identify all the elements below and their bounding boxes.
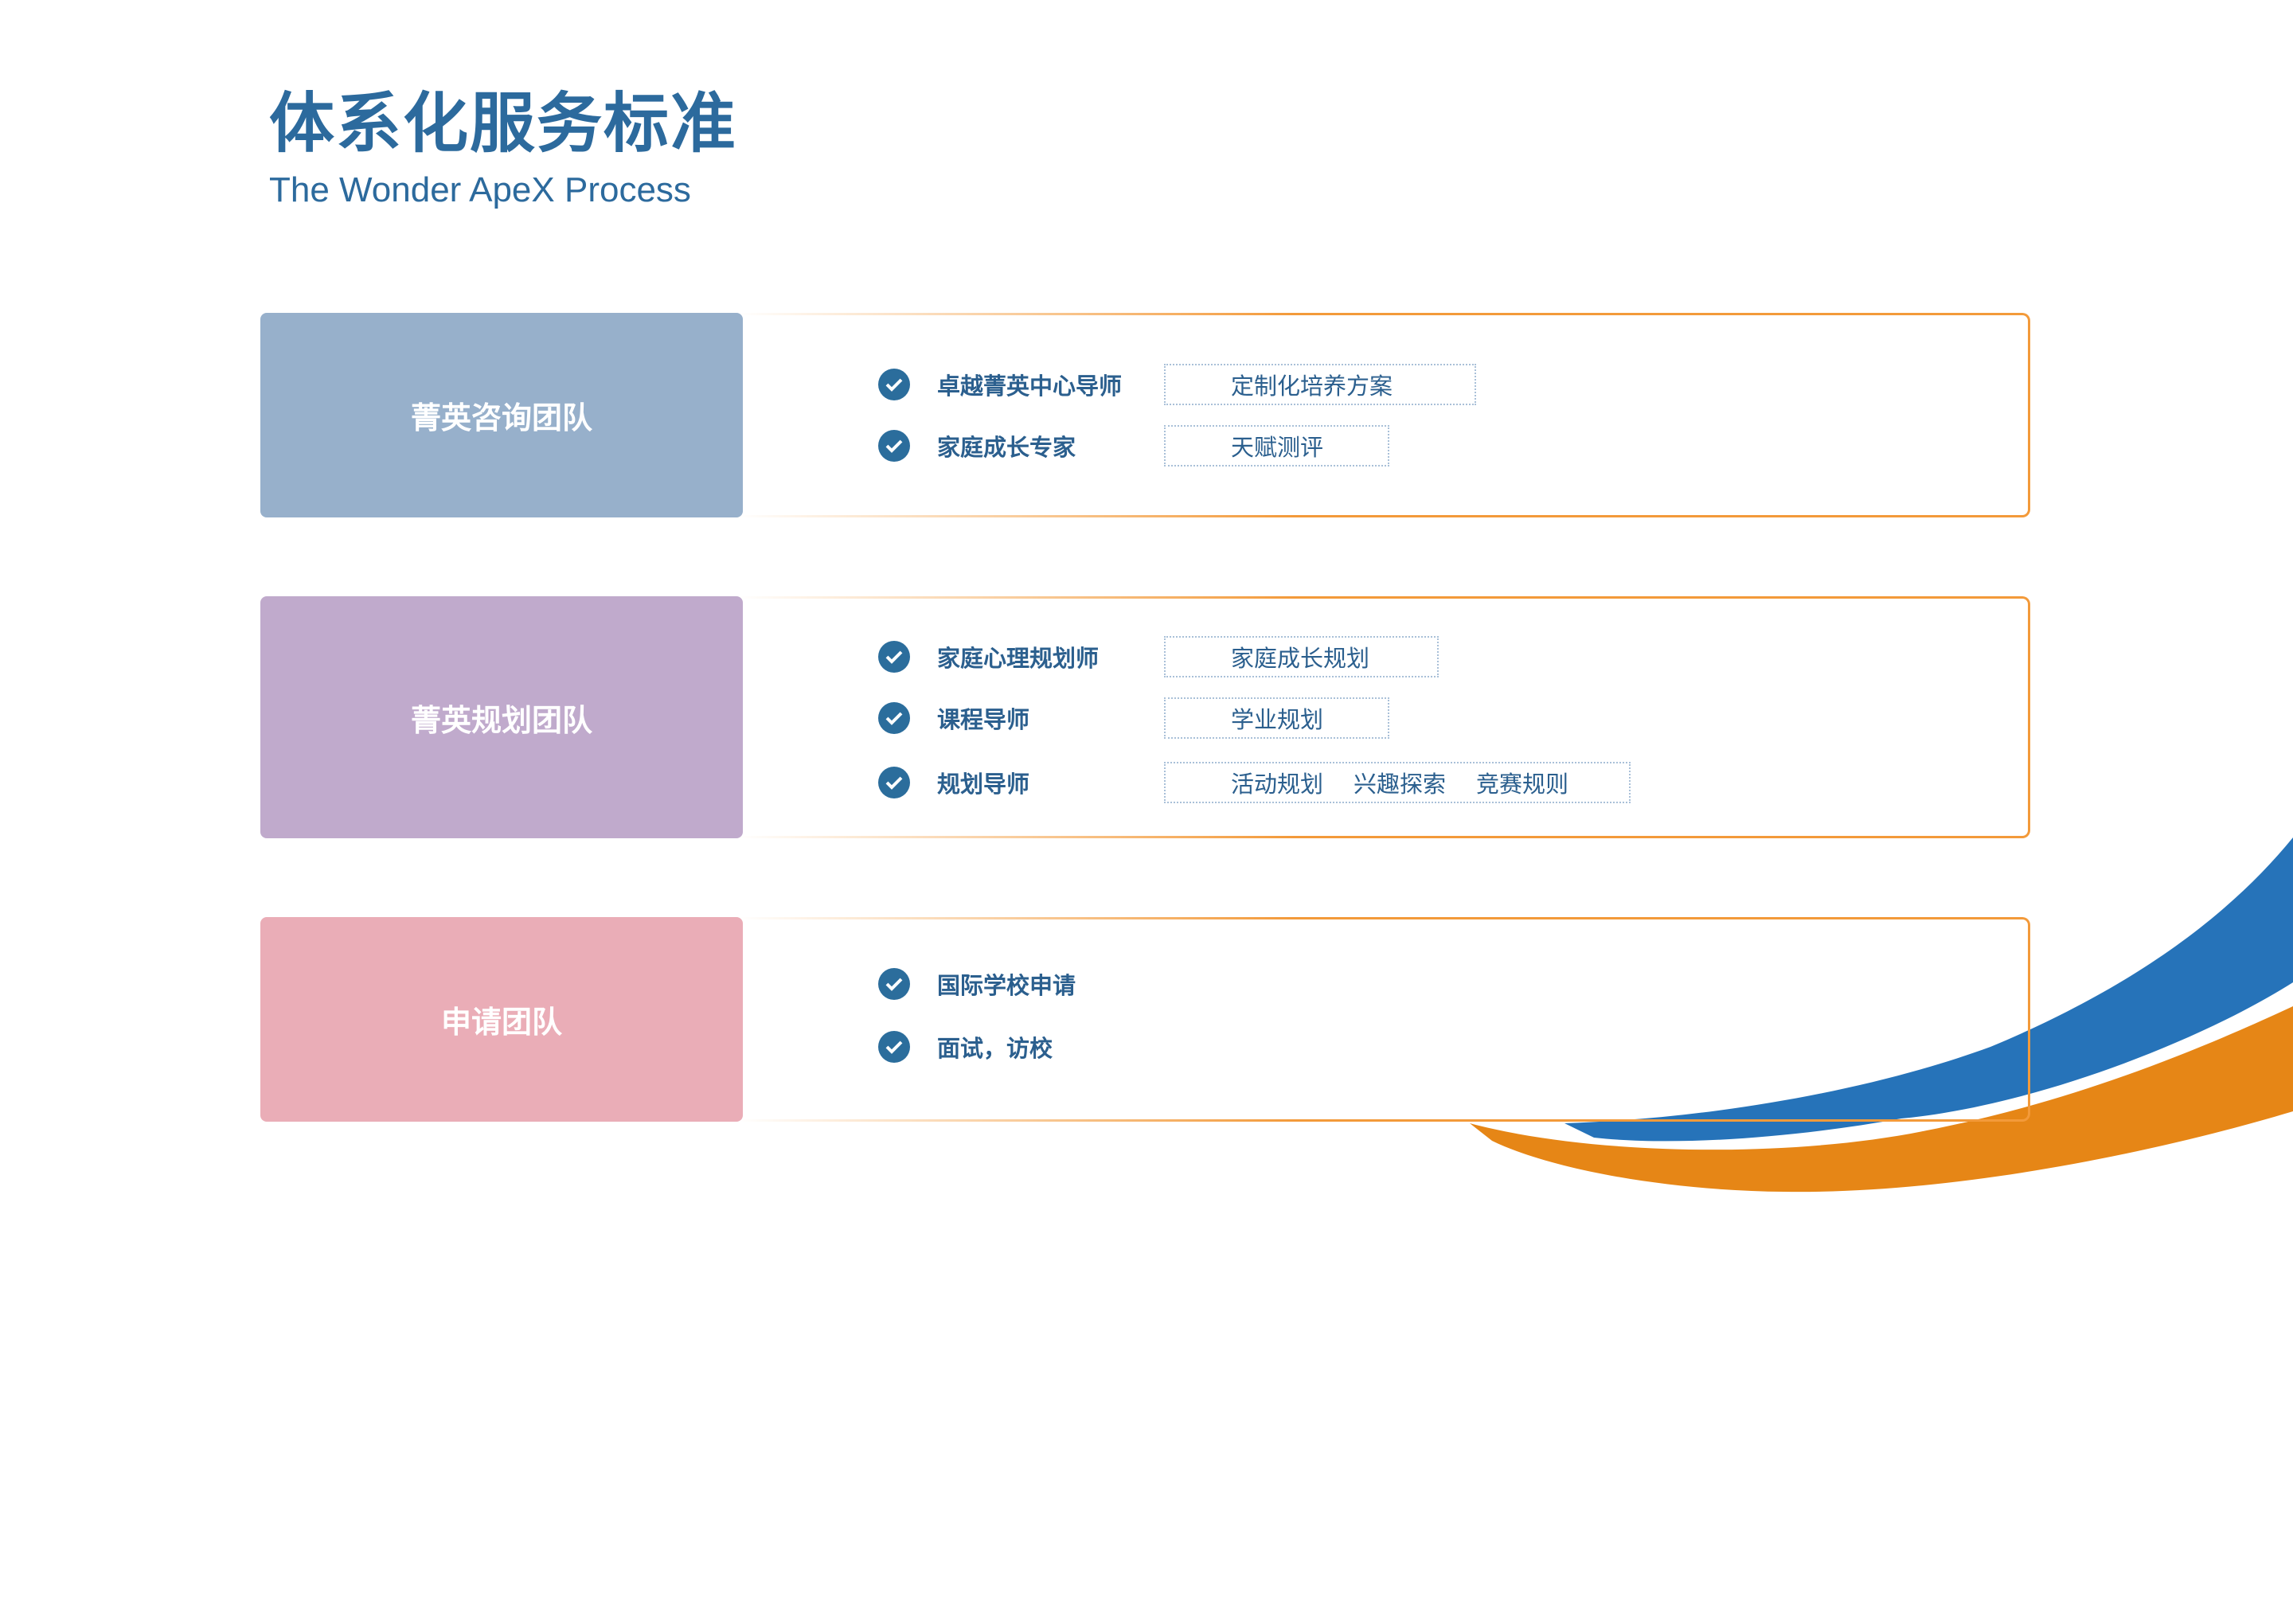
blue-brush-stroke [1564, 837, 2293, 1142]
item-label: 课程导师 [937, 706, 1030, 733]
list-item: 卓越菁英中心导师 定制化培养方案 [878, 362, 1476, 407]
check-circle-icon [878, 767, 910, 798]
page-title: 体系化服务标准 [269, 86, 738, 162]
item-label: 国际学校申请 [937, 972, 1076, 999]
card-outline [738, 596, 2030, 838]
check-circle-icon [878, 1031, 910, 1063]
list-item: 面试，访校 [878, 1025, 1164, 1069]
tag-text: 活动规划 [1231, 771, 1324, 798]
orange-brush-stroke [1470, 1006, 2293, 1193]
check-circle-icon [878, 430, 910, 462]
team-label: 申请团队 [260, 917, 743, 1122]
item-label: 家庭成长专家 [937, 434, 1076, 461]
card-outline [738, 917, 2030, 1122]
tag-text: 竞赛规则 [1476, 771, 1569, 798]
page-subtitle: The Wonder ApeX Process [269, 170, 691, 209]
list-item: 课程导师 学业规划 [878, 696, 1389, 740]
item-label: 卓越菁英中心导师 [937, 373, 1123, 400]
item-tag: 活动规划 兴趣探索 竞赛规则 [1164, 762, 1631, 803]
tag-text: 天赋测评 [1231, 434, 1324, 461]
item-tag: 家庭成长规划 [1164, 636, 1439, 677]
item-tag: 天赋测评 [1164, 425, 1389, 467]
list-item: 国际学校申请 [878, 962, 1164, 1006]
check-circle-icon [878, 641, 910, 673]
item-tag: 定制化培养方案 [1164, 364, 1476, 405]
check-circle-icon [878, 702, 910, 734]
item-label: 面试，访校 [937, 1035, 1053, 1062]
check-circle-icon [878, 968, 910, 1000]
team-card-consulting: 菁英咨询团队 卓越菁英中心导师 定制化培养方案 家庭成长专家 天赋测评 [260, 310, 2030, 520]
card-outline [738, 313, 2030, 517]
list-item: 家庭心理规划师 家庭成长规划 [878, 634, 1439, 679]
item-tag: 学业规划 [1164, 697, 1389, 739]
team-label: 菁英咨询团队 [260, 313, 743, 517]
team-card-application: 申请团队 国际学校申请 面试，访校 [260, 915, 2030, 1124]
list-item: 规划导师 活动规划 兴趣探索 竞赛规则 [878, 760, 1631, 805]
tag-text: 定制化培养方案 [1231, 373, 1393, 400]
check-circle-icon [878, 369, 910, 400]
team-label: 菁英规划团队 [260, 596, 743, 838]
list-item: 家庭成长专家 天赋测评 [878, 424, 1389, 468]
tag-text: 家庭成长规划 [1231, 645, 1370, 672]
tag-text: 学业规划 [1231, 706, 1324, 733]
team-card-planning: 菁英规划团队 家庭心理规划师 家庭成长规划 课程导师 学业规划 规划导师 活动规… [260, 594, 2030, 841]
tag-text: 兴趣探索 [1354, 771, 1447, 798]
item-label: 规划导师 [937, 771, 1030, 798]
item-label: 家庭心理规划师 [937, 645, 1100, 672]
